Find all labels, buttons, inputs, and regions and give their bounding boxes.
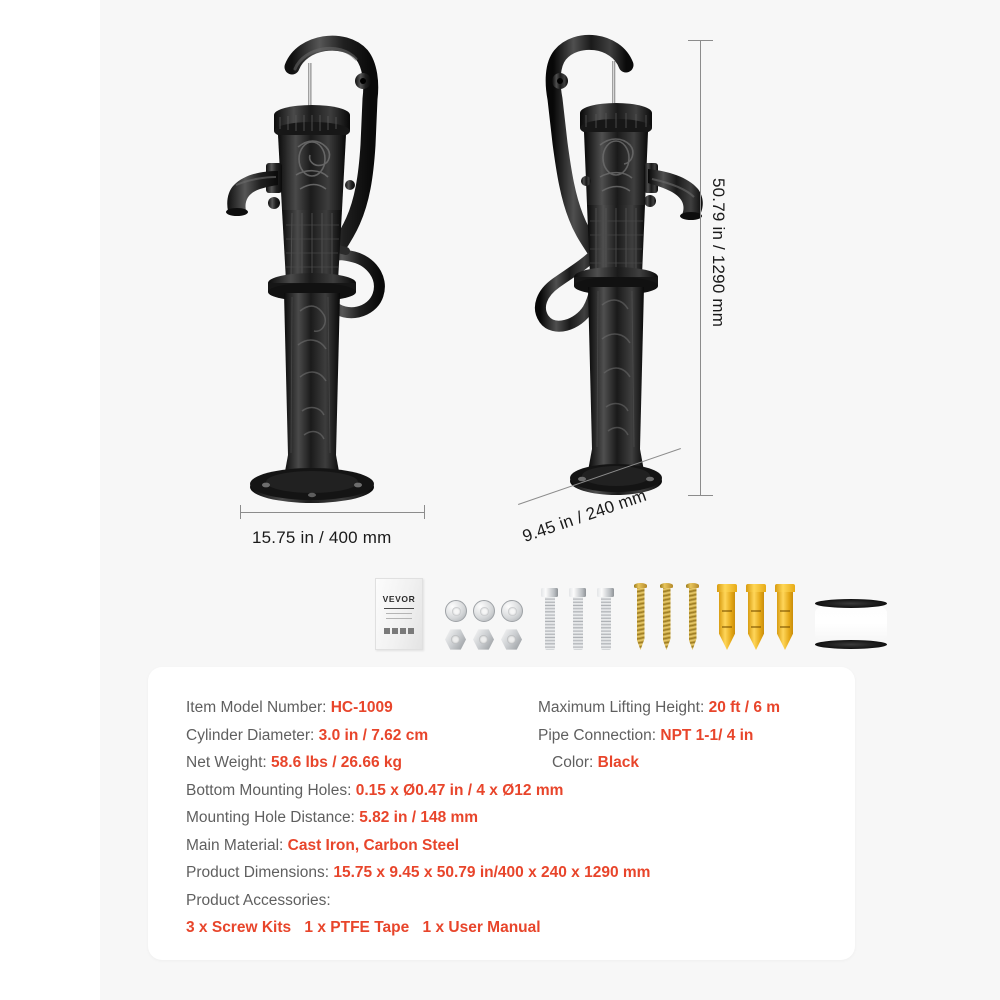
- spec-label: Net Weight:: [186, 754, 267, 771]
- spec-row: Pipe Connection: NPT 1-1/ 4 in: [538, 722, 780, 750]
- accessory-item: 3 x Screw Kits: [186, 919, 292, 936]
- spec-row: Item Model Number: HC-1009: [186, 694, 650, 722]
- pump-front-view: [226, 35, 385, 503]
- width-dimension-cap-right: [424, 505, 425, 519]
- wood-screw-icon: [660, 583, 673, 650]
- spec-value: HC-1009: [330, 699, 393, 716]
- wood-screw-icon: [634, 583, 647, 650]
- washer-icon: [445, 600, 467, 622]
- spec-label: Bottom Mounting Holes:: [186, 781, 352, 799]
- spec-label: Maximum Lifting Height:: [538, 699, 705, 716]
- spec-label: Product Dimensions:: [186, 864, 330, 881]
- spec-label: Cylinder Diameter:: [186, 726, 315, 744]
- width-dimension-line: [240, 512, 425, 513]
- ptfe-tape-roll-icon: [815, 599, 887, 649]
- width-dimension-cap-left: [240, 505, 241, 519]
- spec-row: Cylinder Diameter: 3.0 in / 7.62 cm: [186, 722, 650, 750]
- spec-value: 20 ft / 6 m: [708, 699, 781, 716]
- accessories-strip: VEVOR: [375, 568, 887, 650]
- wood-screw-icon: [686, 583, 699, 650]
- spec-value: 58.6 lbs / 26.66 kg: [271, 754, 402, 771]
- spec-value: 5.82 in / 148 mm: [359, 809, 479, 826]
- spec-value: 0.15 x Ø0.47 in / 4 x Ø12 mm: [355, 781, 564, 799]
- spec-value: 3.0 in / 7.62 cm: [318, 726, 429, 744]
- spec-label: Mounting Hole Distance:: [186, 809, 355, 826]
- spec-label: Color:: [552, 754, 594, 771]
- spec-label: Main Material:: [186, 836, 284, 854]
- width-dimension-label: 15.75 in / 400 mm: [252, 528, 392, 547]
- accessory-item: 1 x User Manual: [422, 919, 541, 936]
- hex-nut-icon: [501, 629, 522, 650]
- product-image-stage: 50.79 in / 1290 mm 15.75 in / 400 mm 9.4…: [100, 0, 1000, 660]
- accessory-item: 1 x PTFE Tape: [304, 919, 410, 936]
- spec-value: Black: [597, 754, 640, 771]
- accessory-bolts: [541, 588, 614, 650]
- spec-label: Item Model Number:: [186, 699, 327, 716]
- accessory-wall-anchors: [717, 584, 795, 650]
- spec-label: Product Accessories:: [186, 891, 331, 909]
- height-dimension-line: [700, 40, 701, 495]
- spec-column-right: Maximum Lifting Height: 20 ft / 6 m Pipe…: [538, 694, 780, 777]
- washer-icon: [501, 600, 523, 622]
- manual-brand-label: VEVOR: [382, 593, 416, 604]
- spec-row: Maximum Lifting Height: 20 ft / 6 m: [538, 694, 780, 722]
- accessory-washers-and-nuts: [445, 600, 523, 650]
- spec-label: Pipe Connection:: [538, 726, 657, 744]
- wall-anchor-icon: [746, 584, 766, 650]
- spec-row-accessories-label: Product Accessories:: [186, 887, 650, 915]
- spec-column-left: Item Model Number: HC-1009 Cylinder Diam…: [186, 694, 650, 942]
- spec-row: Main Material: Cast Iron, Carbon Steel: [186, 832, 650, 860]
- hex-nut-icon: [445, 629, 466, 650]
- spec-value: Cast Iron, Carbon Steel: [287, 836, 460, 854]
- washer-icon: [473, 600, 495, 622]
- pump-side-view: [535, 34, 703, 495]
- height-dimension-cap-bottom: [688, 495, 713, 496]
- spec-value: NPT 1-1/ 4 in: [660, 726, 754, 744]
- spec-row: Product Dimensions: 15.75 x 9.45 x 50.79…: [186, 859, 650, 887]
- spec-row: Net Weight: 58.6 lbs / 26.66 kg: [186, 749, 650, 777]
- accessories-values-row: 3 x Screw Kits 1 x PTFE Tape 1 x User Ma…: [186, 914, 650, 942]
- machine-bolt-icon: [597, 588, 614, 650]
- spec-row: Color: Black: [538, 749, 780, 777]
- height-dimension-label: 50.79 in / 1290 mm: [709, 178, 728, 328]
- spec-row: Mounting Hole Distance: 5.82 in / 148 mm: [186, 804, 650, 832]
- accessory-wood-screws: [634, 583, 699, 650]
- spec-value: 15.75 x 9.45 x 50.79 in/400 x 240 x 1290…: [333, 864, 651, 881]
- height-dimension-cap-top: [688, 40, 713, 41]
- specification-card: Item Model Number: HC-1009 Cylinder Diam…: [148, 667, 855, 960]
- hex-nut-icon: [473, 629, 494, 650]
- accessory-ptfe-tape: [815, 599, 887, 649]
- wall-anchor-icon: [775, 584, 795, 650]
- machine-bolt-icon: [541, 588, 558, 650]
- spec-row: Bottom Mounting Holes: 0.15 x Ø0.47 in /…: [186, 777, 650, 805]
- accessory-user-manual: VEVOR: [375, 578, 423, 650]
- machine-bolt-icon: [569, 588, 586, 650]
- wall-anchor-icon: [717, 584, 737, 650]
